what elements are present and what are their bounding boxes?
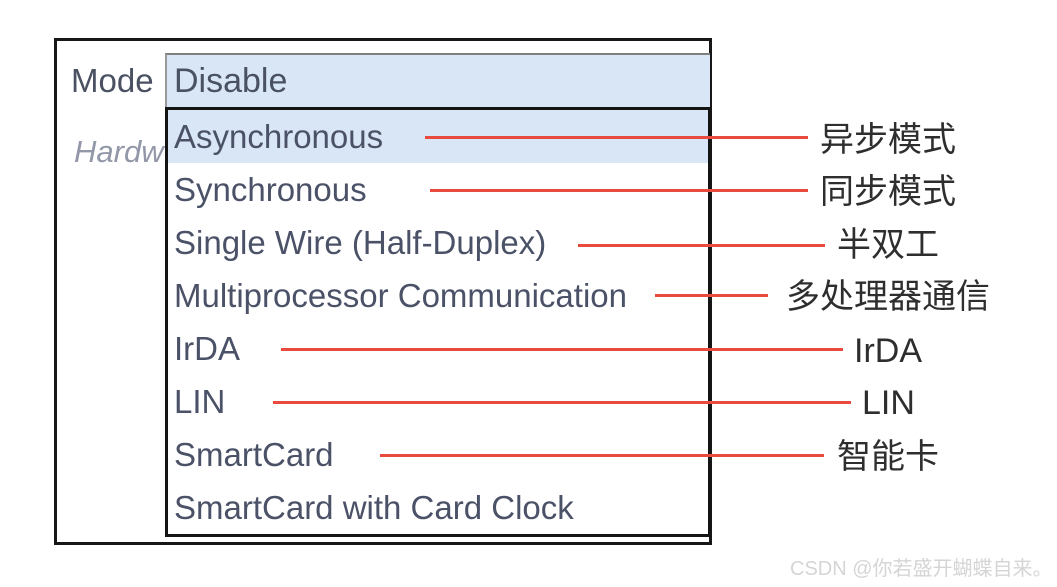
annotation-synchronous: 同步模式 — [820, 173, 956, 211]
dropdown-option-synchronous[interactable]: Synchronous — [174, 171, 367, 208]
dropdown-option-lin[interactable]: LIN — [174, 383, 226, 420]
connector-line-synchronous — [430, 189, 808, 192]
annotation-multiprocessor: 多处理器通信 — [786, 278, 990, 316]
connector-line-multiprocessor — [655, 294, 768, 297]
connector-line-single-wire — [578, 244, 825, 247]
connector-line-asynchronous — [425, 136, 808, 139]
dropdown-option-single-wire[interactable]: Single Wire (Half-Duplex) — [174, 224, 547, 261]
dropdown-option-irda[interactable]: IrDA — [174, 330, 240, 367]
annotation-asynchronous: 异步模式 — [820, 121, 956, 159]
csdn-watermark: CSDN @你若盛开蝴蝶自来。 — [790, 558, 1053, 580]
mode-select[interactable]: Disable — [165, 53, 710, 107]
connector-line-irda — [281, 348, 843, 351]
dropdown-option-smartcard[interactable]: SmartCard — [174, 436, 334, 473]
annotation-irda: IrDA — [854, 332, 922, 370]
mode-label: Mode — [71, 62, 154, 99]
dropdown-option-smartcard-clock[interactable]: SmartCard with Card Clock — [174, 489, 574, 526]
mode-select-value: Disable — [174, 62, 288, 100]
connector-line-smartcard — [380, 454, 824, 457]
annotation-lin: LIN — [862, 384, 915, 422]
hardware-flow-label-clipped: Hardw — [74, 134, 164, 169]
annotation-smartcard: 智能卡 — [837, 438, 939, 476]
annotation-single-wire: 半双工 — [837, 226, 939, 264]
connector-line-lin — [273, 401, 851, 404]
mode-dropdown-list: Asynchronous Synchronous Single Wire (Ha… — [165, 107, 711, 537]
dropdown-option-multiprocessor[interactable]: Multiprocessor Communication — [174, 277, 627, 314]
